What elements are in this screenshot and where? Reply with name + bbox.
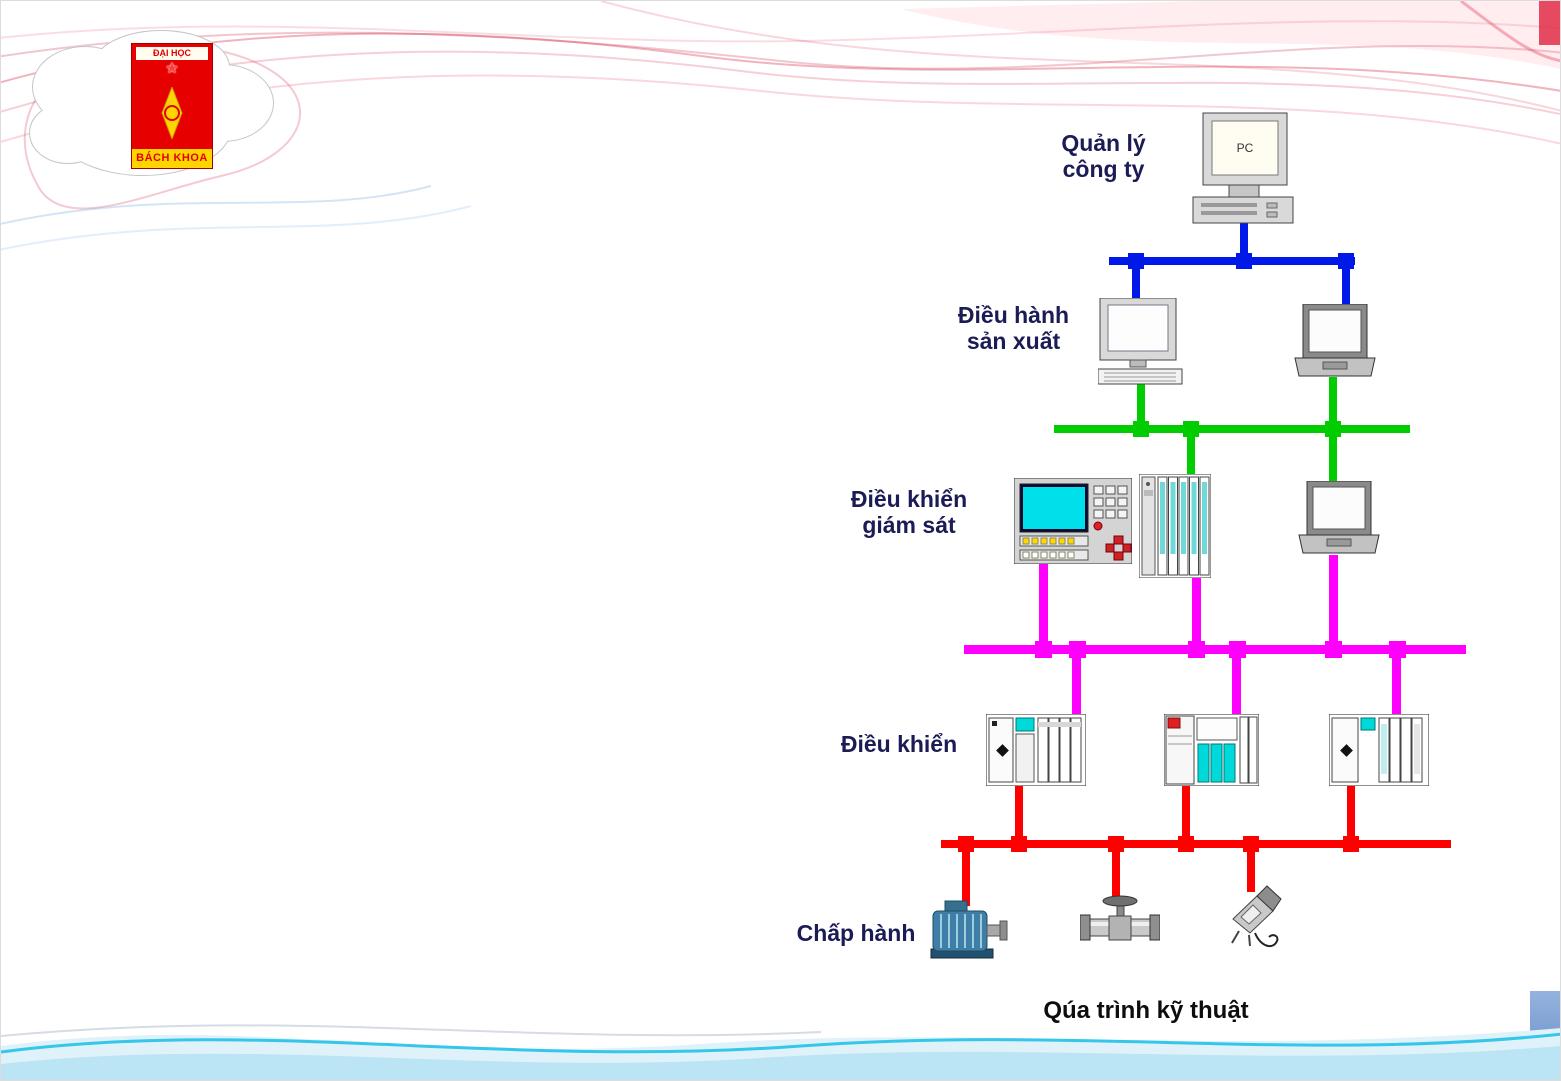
bus-drop [1329, 377, 1337, 429]
logo-university-text: ĐẠI HỌC [136, 47, 208, 60]
bus-drop [1182, 784, 1190, 844]
label-line: Điều hành [957, 302, 1070, 328]
bus-drop [1329, 429, 1337, 485]
bus-drop [1137, 381, 1145, 429]
bus-drop [1192, 575, 1201, 649]
bus-drop [1247, 844, 1255, 892]
label-line: Quản lý [1061, 130, 1146, 156]
bus-drop [1015, 784, 1023, 844]
plc-icon [1329, 714, 1429, 786]
label-line: giám sát [862, 511, 956, 538]
bus-drop [1187, 429, 1195, 479]
valve-icon [1080, 893, 1160, 949]
bus-drop [1232, 649, 1241, 719]
network-tap [1236, 253, 1252, 269]
bus-drop [1392, 649, 1401, 719]
plc-rack-icon [1139, 474, 1211, 578]
university-logo: ĐẠI HỌC ★ BÁCH KHOA [131, 43, 213, 169]
bus-drop [1329, 555, 1338, 649]
bus-drop [1132, 261, 1140, 305]
logo-name-text: BÁCH KHOA [132, 149, 212, 168]
level-label-actuation: Chấp hành [796, 920, 916, 947]
logo-emblem-icon [154, 77, 190, 149]
bus-drop [962, 844, 970, 906]
hmi-panel-icon [1014, 478, 1132, 564]
enterprise-bus-blue [1109, 257, 1355, 265]
motor-icon [929, 897, 1009, 961]
label-line: Qúa trình kỹ thuật [1043, 997, 1249, 1024]
bus-drop [1072, 649, 1081, 719]
label-line: sản xuất [966, 327, 1061, 354]
network-tap [1133, 421, 1149, 437]
bus-drop [1112, 844, 1120, 900]
level-label-company-management: Quản lý công ty [1036, 130, 1171, 183]
pc-screen-text: PC [1237, 141, 1254, 155]
network-tap [1011, 836, 1027, 852]
bus-drop [1342, 261, 1350, 307]
laptop-icon [1297, 481, 1381, 559]
label-line: Chấp hành [796, 920, 916, 946]
level-label-production-operation: Điều hành sản xuất [946, 302, 1081, 355]
star-icon: ★ [165, 60, 179, 77]
supervisory-bus-magenta [964, 645, 1466, 654]
bus-drop [1240, 221, 1248, 261]
laptop-icon [1293, 304, 1377, 382]
plc-icon [1164, 714, 1259, 786]
process-label: Qúa trình kỹ thuật [1031, 997, 1261, 1025]
network-tap [1035, 641, 1052, 658]
level-label-supervisory-control: Điều khiển giám sát [839, 486, 979, 539]
network-tap [1343, 836, 1359, 852]
sensor-icon [1219, 883, 1291, 955]
pc-icon: PC [1189, 111, 1299, 226]
label-line: công ty [1062, 155, 1145, 182]
network-tap [1188, 641, 1205, 658]
edge-accent-bar [1530, 991, 1560, 1065]
desktop-computer-icon [1098, 298, 1184, 386]
label-line: Điều khiển [850, 486, 968, 512]
field-bus-red [941, 840, 1451, 848]
background-waves-bottom [1, 1024, 1560, 1080]
network-tap [1325, 641, 1342, 658]
bus-drop [1347, 784, 1355, 844]
plc-icon [986, 714, 1086, 786]
network-tap [1178, 836, 1194, 852]
level-label-control: Điều khiển [839, 731, 959, 758]
bus-drop [1039, 561, 1048, 649]
label-line: Điều khiển [840, 731, 958, 757]
production-bus-green [1054, 425, 1410, 433]
